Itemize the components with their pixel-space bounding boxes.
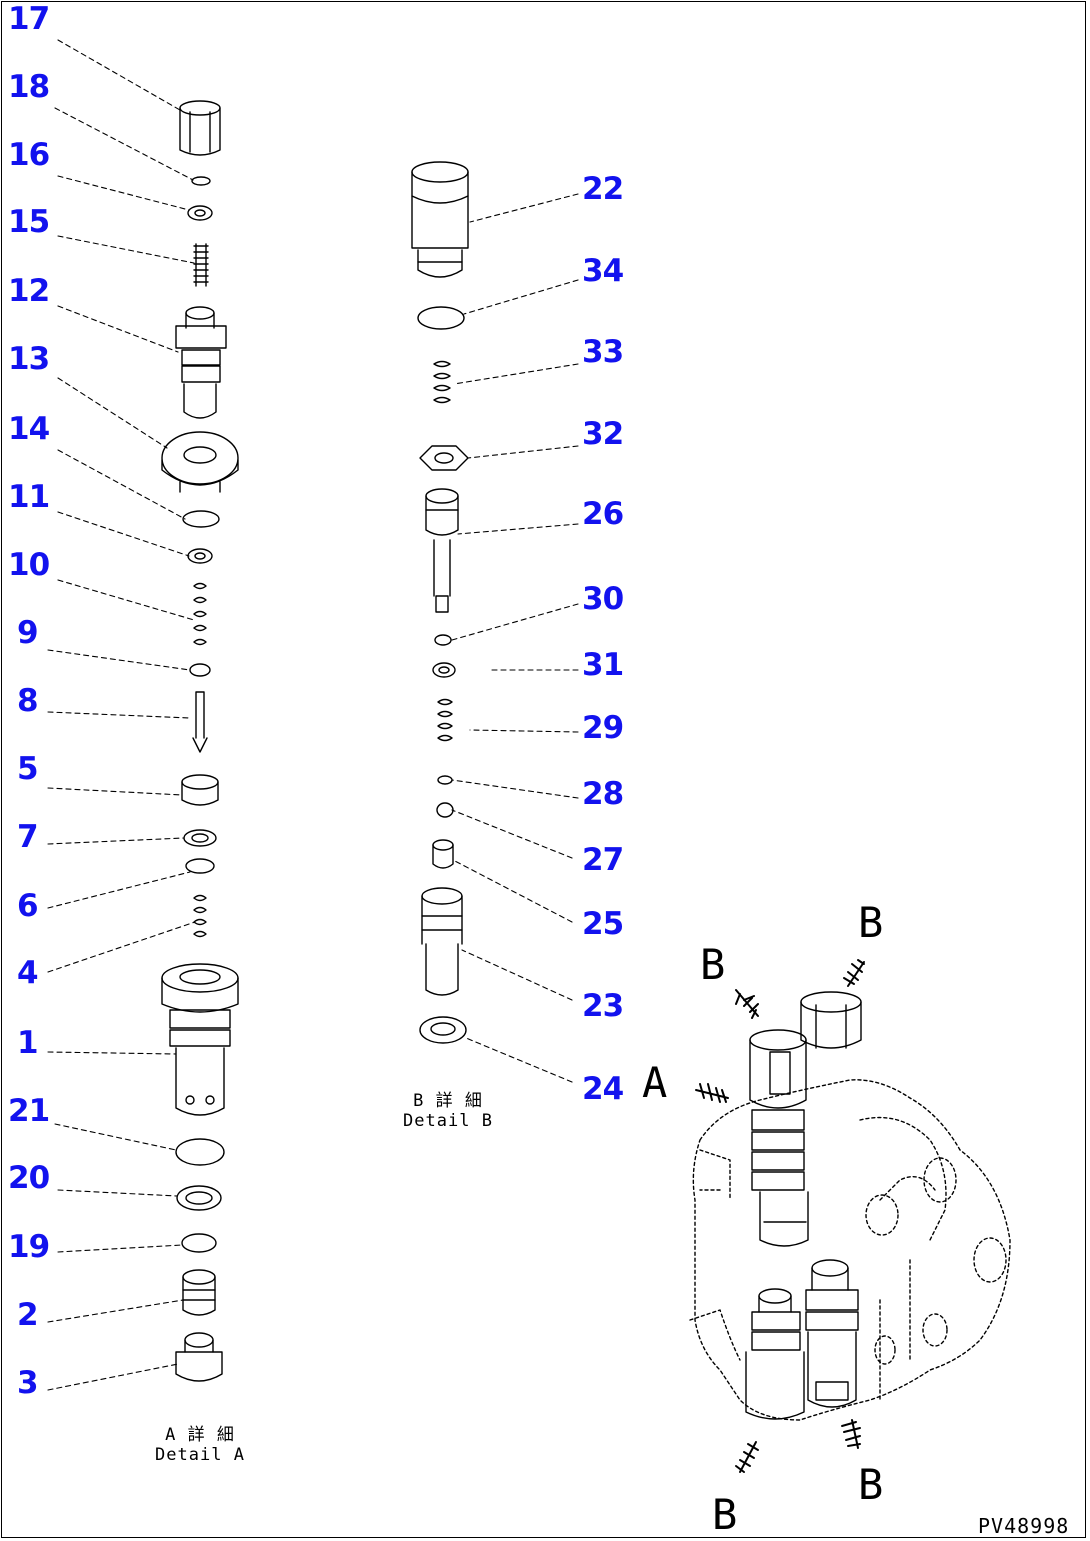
view-label-b: B: [700, 940, 726, 989]
part-10-spring: [194, 584, 206, 645]
part-17-cap: [180, 101, 220, 155]
part-15-spring: [194, 244, 208, 286]
callout-number: 6: [17, 888, 39, 924]
part-13-nut: [162, 432, 238, 492]
part-23-sleeve: [422, 888, 462, 995]
view-label-a: A: [642, 1058, 668, 1107]
callout-number: 21: [8, 1093, 50, 1129]
drawing-number: PV48998: [978, 1514, 1070, 1538]
assembly-valves-lower: [746, 1260, 858, 1419]
part-20-backup-ring: [177, 1186, 221, 1210]
part-29-spring: [438, 700, 452, 741]
view-label-b: B: [858, 898, 884, 947]
detail-b-parts: [412, 162, 468, 1043]
callout-number: 26: [582, 496, 624, 532]
part-5-seat: [182, 775, 218, 805]
part-1-housing: [162, 964, 238, 1115]
assembly-cap-b: [801, 992, 861, 1048]
detail-a-caption-jp: A 詳 細: [165, 1425, 235, 1445]
detail-a-parts: [162, 101, 238, 1381]
callout-number: 8: [17, 683, 39, 719]
callout-number: 15: [8, 204, 50, 240]
part-26-poppet: [426, 489, 458, 612]
part-33-spring: [434, 362, 450, 403]
detail-a-caption: A 詳 細 Detail A: [140, 1425, 260, 1465]
callout-number: 2: [17, 1297, 39, 1333]
part-19-o-ring: [182, 1234, 216, 1252]
part-3-plug: [176, 1333, 222, 1381]
part-34-o-ring: [418, 307, 464, 329]
part-22-cap: [412, 162, 468, 277]
part-16-washer: [188, 206, 212, 220]
part-6-ring: [186, 859, 214, 873]
callout-number: 11: [8, 479, 50, 515]
callout-number: 22: [582, 171, 624, 207]
part-30-ring: [435, 635, 451, 645]
callout-number: 10: [8, 547, 50, 583]
detail-a-caption-en: Detail A: [155, 1444, 245, 1465]
callout-number: 3: [17, 1365, 39, 1401]
part-14-ring: [183, 511, 219, 527]
view-label-b: B: [712, 1490, 738, 1539]
part-2-filter: [183, 1270, 215, 1315]
detail-b-caption-jp: B 詳 細: [413, 1091, 483, 1111]
callout-number: 18: [8, 69, 50, 105]
part-9-washer: [190, 664, 210, 676]
part-11-washer: [188, 549, 212, 563]
callout-number: 13: [8, 341, 50, 377]
part-31-washer: [433, 663, 455, 677]
part-12-valve: [176, 307, 226, 418]
part-4-spring: [194, 896, 206, 937]
callout-number: 12: [8, 273, 50, 309]
callout-number: 4: [17, 955, 39, 991]
callout-number: 31: [582, 647, 624, 683]
part-7-ring: [184, 830, 216, 846]
part-8-pin: [193, 692, 207, 752]
detail-b-caption-en: Detail B: [403, 1110, 493, 1131]
callout-number: 7: [17, 819, 39, 855]
part-32-washer: [420, 446, 468, 470]
callout-number: 5: [17, 751, 39, 787]
callout-number: 30: [582, 581, 624, 617]
callout-number: 19: [8, 1229, 50, 1265]
callout-number: 33: [582, 334, 624, 370]
callout-number: 23: [582, 988, 624, 1024]
callout-number: 27: [582, 842, 624, 878]
part-24-ring: [420, 1017, 466, 1043]
callout-number: 1: [17, 1025, 39, 1061]
callout-number: 17: [8, 1, 50, 37]
view-label-b: B: [858, 1460, 884, 1509]
callout-number: 34: [582, 253, 624, 289]
leader-lines: [48, 40, 578, 1390]
view-direction-arrows: [696, 960, 864, 1472]
part-28-ring: [438, 776, 452, 784]
callout-number: 29: [582, 710, 624, 746]
callout-number: 9: [17, 615, 39, 651]
callout-number: 14: [8, 411, 50, 447]
part-27-seat: [437, 803, 453, 817]
valve-assembly: [690, 1080, 1010, 1420]
assembly-valve-a: [750, 1030, 808, 1246]
callout-number: 25: [582, 906, 624, 942]
part-25-piston: [433, 840, 453, 868]
callout-number: 28: [582, 776, 624, 812]
part-18-ring: [192, 177, 210, 185]
part-21-o-ring: [176, 1139, 224, 1165]
detail-b-caption: B 詳 細 Detail B: [388, 1091, 508, 1131]
callout-number: 32: [582, 416, 624, 452]
callout-number: 16: [8, 137, 50, 173]
callout-number: 24: [582, 1071, 624, 1107]
callout-number: 20: [8, 1160, 50, 1196]
